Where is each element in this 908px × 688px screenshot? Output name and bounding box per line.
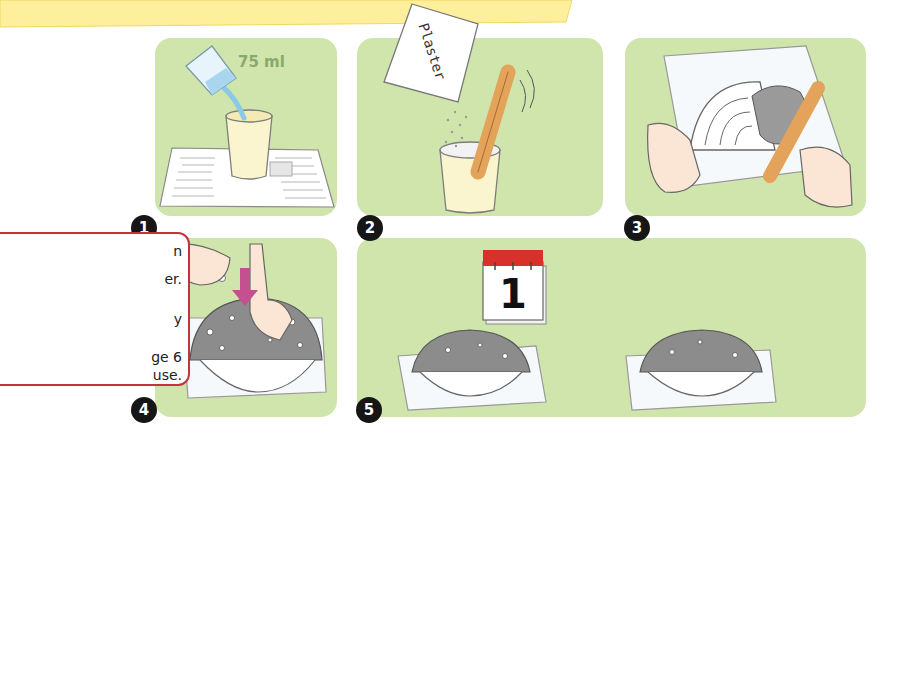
mix-plaster <box>384 4 534 213</box>
step-number: 3 <box>624 215 650 241</box>
dry-one-day <box>398 250 776 410</box>
panel <box>625 38 866 216</box>
step-number: 2 <box>357 215 383 241</box>
note-text: n <box>173 242 182 260</box>
note-text: ge 6 <box>151 348 182 366</box>
callout-number: 2 <box>365 221 375 236</box>
spread-plaster <box>648 46 852 207</box>
note-text: y <box>174 310 182 328</box>
step-number: 4 <box>131 397 157 423</box>
note-box: n er. y ge 6use. <box>0 232 190 386</box>
volume-label: 75 ml <box>238 54 285 71</box>
panel <box>155 38 337 216</box>
press-pebbles <box>168 244 326 398</box>
calendar-day: 1 <box>499 272 527 316</box>
callout-number: 3 <box>632 221 642 236</box>
panel <box>357 238 866 417</box>
note-text: er. <box>164 270 182 288</box>
banner <box>0 0 572 27</box>
pour-water <box>160 46 334 207</box>
step-number: 5 <box>356 397 382 423</box>
callout-number: 4 <box>139 403 149 418</box>
callout-number: 5 <box>364 403 374 418</box>
note-text: use. <box>153 366 182 384</box>
